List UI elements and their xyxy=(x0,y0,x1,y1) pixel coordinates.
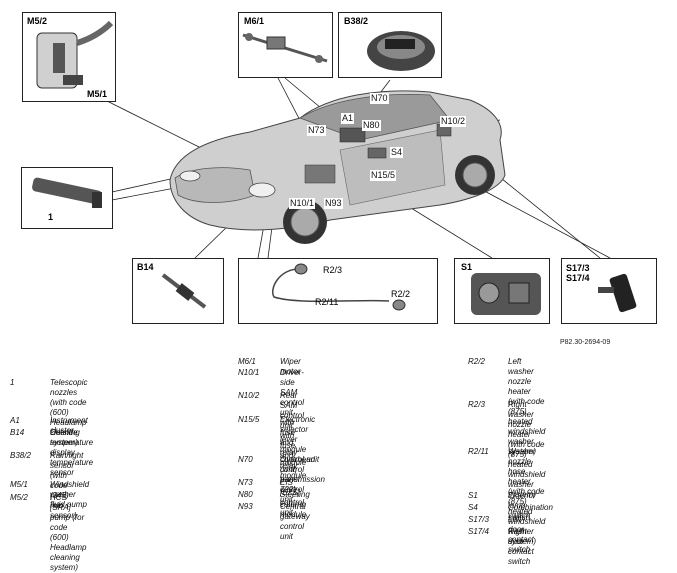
legend-desc: Rain/light sensor (with code (345) rain … xyxy=(50,451,84,520)
callout-n70: N70 xyxy=(370,93,389,104)
label-m5-2: M5/2 xyxy=(27,16,48,26)
label-nozzle-1: 1 xyxy=(48,212,54,222)
inset-rain-light-sensor: B38/2 xyxy=(338,12,442,78)
label-r2-2: R2/2 xyxy=(391,289,411,299)
callout-n73: N73 xyxy=(307,125,326,136)
legend-code: M5/1 xyxy=(10,480,28,489)
car-body xyxy=(169,90,506,244)
callout-n10-2: N10/2 xyxy=(440,116,467,127)
legend-column-3: R2/2 Left washer nozzle heater (with cod… xyxy=(468,357,673,566)
legend-desc: Left washer nozzle heater (with code (87… xyxy=(508,357,546,456)
lamp-switch-icon xyxy=(471,273,541,315)
legend-desc: Driver-side SAM control unit with fuse a… xyxy=(280,368,307,467)
figure-reference: P82.30-2694-09 xyxy=(560,339,611,346)
legend-desc: Right washer nozzle heater (with code (8… xyxy=(508,400,546,499)
legend-code: M6/1 xyxy=(238,357,256,366)
legend-code: N15/5 xyxy=(238,415,260,424)
legend-column-2: M6/1 Wiper motor N10/1 Driver-side SAM c… xyxy=(238,357,463,541)
legend-code: R2/3 xyxy=(468,400,485,409)
label-s17-3: S17/3 xyxy=(566,263,590,273)
legend-desc: HCS [SRA] pump (for code (600) Headlamp … xyxy=(50,493,87,572)
legend-code: R2/2 xyxy=(468,357,485,366)
legend-code: N80 xyxy=(238,490,253,499)
inset-door-contact-switches: S17/3 S17/4 xyxy=(561,258,657,324)
inset-telescopic-nozzles: 1 xyxy=(21,167,113,229)
label-r2-11: R2/11 xyxy=(315,297,339,307)
label-m6-1: M6/1 xyxy=(244,16,265,26)
legend-desc: Rear SAM control unit with fuse and rela… xyxy=(280,391,307,480)
legend-desc: Washer nozzle hose heater (with code (87… xyxy=(508,447,546,546)
label-r2-3: R2/3 xyxy=(323,265,343,275)
label-s17-4: S17/4 xyxy=(566,273,590,283)
legend-desc: Central gateway control unit xyxy=(280,502,310,541)
legend-code: S4 xyxy=(468,503,478,512)
legend-desc: Combination switch xyxy=(508,503,553,522)
legend-code: 1 xyxy=(10,378,15,387)
legend-code: M5/2 xyxy=(10,493,28,502)
callout-n80: N80 xyxy=(362,120,381,131)
car-illustration xyxy=(94,77,611,259)
label-b14: B14 xyxy=(137,262,154,272)
legend-code: N10/2 xyxy=(238,391,260,400)
legend-code: S1 xyxy=(468,491,478,500)
legend-desc: EIS [EZS] control unit xyxy=(280,478,305,517)
legend-desc: Telescopic nozzles (with code (600) Head… xyxy=(50,378,88,447)
legend-code: S17/4 xyxy=(468,527,489,536)
inset-exterior-lamp-switch: S1 xyxy=(454,258,550,324)
inset-washer-heaters: R2/3 R2/11 R2/2 xyxy=(238,258,438,324)
door-switch-icon xyxy=(598,273,637,313)
callout-n10-1: N10/1 xyxy=(289,198,316,209)
legend-code: N93 xyxy=(238,502,253,511)
callout-a1: A1 xyxy=(341,113,355,124)
component-location-diagram: M5/2 M5/1 M6/1 B38/2 1 xyxy=(21,12,657,324)
legend-code: R2/11 xyxy=(468,447,489,456)
label-m5-1: M5/1 xyxy=(87,89,108,99)
legend-code: N10/1 xyxy=(238,368,260,377)
washer-reservoir-icon xyxy=(36,20,114,89)
callout-n93: N93 xyxy=(324,198,343,209)
legend-desc: Electronic selector lever module control… xyxy=(280,415,325,494)
legend-code: A1 xyxy=(10,416,20,425)
legend-code: N70 xyxy=(238,455,253,464)
label-b38-2: B38/2 xyxy=(344,16,369,26)
rain-sensor-icon xyxy=(367,31,435,71)
legend-desc: Overhead control panel control unit xyxy=(280,455,316,504)
legend-code: S17/3 xyxy=(468,515,489,524)
inset-wiper-motor: M6/1 xyxy=(238,12,333,78)
legend-code: B38/2 xyxy=(10,451,31,460)
washer-hose-icon xyxy=(272,263,406,311)
nozzle-icon xyxy=(32,177,102,208)
inset-temp-sensor: B14 xyxy=(132,258,224,324)
wiper-motor-icon xyxy=(242,33,328,63)
temp-sensor-icon xyxy=(161,273,207,309)
legend-code: N73 xyxy=(238,478,253,487)
legend-desc: Windshield washer fluid pump xyxy=(50,480,90,509)
legend-desc: Right door contact switch xyxy=(508,527,534,566)
inset-washer-pumps: M5/2 M5/1 xyxy=(22,12,116,102)
callout-s4: S4 xyxy=(390,147,404,158)
legend-column-1: 1 Telescopic nozzles (with code (600) He… xyxy=(10,378,230,572)
legend-code: B14 xyxy=(10,428,25,437)
legend-desc: Exterior lamp switch xyxy=(508,491,536,520)
legend-desc: Outside temperature display temperature … xyxy=(50,428,94,477)
legend-desc: Instrument cluster xyxy=(50,416,88,435)
callout-n15-5: N15/5 xyxy=(370,170,397,181)
label-s1: S1 xyxy=(461,262,473,272)
legend-desc: Steering column module xyxy=(280,490,310,519)
legend-desc: Wiper motor xyxy=(280,357,301,376)
